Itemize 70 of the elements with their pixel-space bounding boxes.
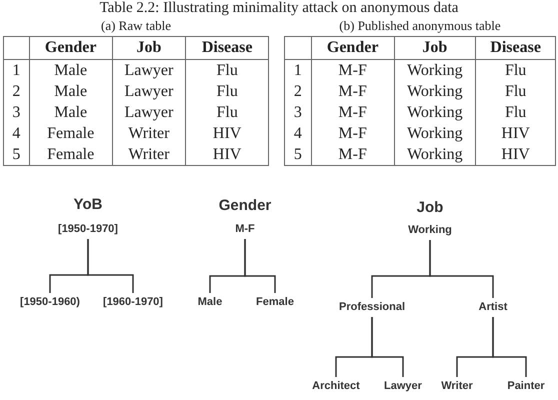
connector-line [492,317,527,377]
table-cell: Male [29,60,112,81]
category-label: [1950-1970] [58,223,118,236]
table-cell: Female [29,123,112,144]
connector-line [429,240,494,298]
table-cell: M-F [311,60,394,81]
category-label: Professional [338,301,406,314]
connector-line [371,317,404,377]
row-number: 4 [284,123,312,144]
connector-line [87,239,134,293]
category-label: [1950-1960) [20,296,80,309]
table-cell: Flu [186,81,268,102]
category-label: Male [198,296,222,309]
table-cell: Working [394,144,476,166]
table-cell: M-F [311,102,394,123]
column-header: Disease [476,36,556,60]
table-cell: Working [394,81,476,102]
table-caption: (b) Published anonymous table [339,18,501,33]
table-cell: HIV [186,144,268,166]
table-cell: Working [394,60,476,81]
column-header: Job [394,36,476,60]
category-label: M-F [235,223,255,236]
table-cell: Flu [186,60,268,81]
row-number: 1 [4,60,30,81]
table-cell: Female [29,144,112,166]
column-header: Gender [29,36,112,60]
row-number: 2 [4,81,30,102]
table-cell: M-F [311,81,394,102]
table-cell: HIV [186,123,268,144]
table-cell: Lawyer [112,81,186,102]
row-number: 1 [284,60,312,81]
table-cell: Lawyer [112,102,186,123]
table-cell: Flu [476,81,556,102]
table-cell: Working [394,123,476,144]
row-number: 3 [4,102,30,123]
row-number: 5 [4,144,30,166]
row-number: 3 [284,102,312,123]
category-label: Lawyer [384,380,422,393]
table-cell: Flu [476,102,556,123]
tree-heading: Job [416,199,444,216]
category-label: Painter [507,380,545,393]
table-cell: Male [29,102,112,123]
table-cell: Flu [476,60,556,81]
table-cell: M-F [311,144,394,166]
table-cell: Writer [112,144,186,166]
category-label: Female [256,296,294,309]
table-caption: (a) Raw table [100,18,172,33]
tree-heading: Gender [218,197,272,214]
category-label: Working [408,224,452,237]
table-cell: Working [394,102,476,123]
row-number: 2 [284,81,312,102]
title: Table 2.2: Illustrating minimality attack on anonymous data [98,0,460,17]
table-cell: Writer [112,123,186,144]
category-label: Writer [441,380,473,393]
table-cell: HIV [476,123,556,144]
table-cell: Flu [186,102,268,123]
tree-heading: YoB [74,196,102,213]
table-cell: Lawyer [112,60,186,81]
column-header: Job [112,36,186,60]
table-cell: HIV [476,144,556,166]
row-number: 4 [4,123,30,144]
category-label: Artist [478,301,508,314]
category-label: [1960-1970] [103,296,163,309]
row-number: 5 [284,144,312,166]
connector-line [244,239,276,293]
table-cell: M-F [311,123,394,144]
column-header: Disease [186,36,268,60]
column-header: Gender [311,36,394,60]
category-label: Architect [312,380,360,393]
table-cell: Male [29,81,112,102]
